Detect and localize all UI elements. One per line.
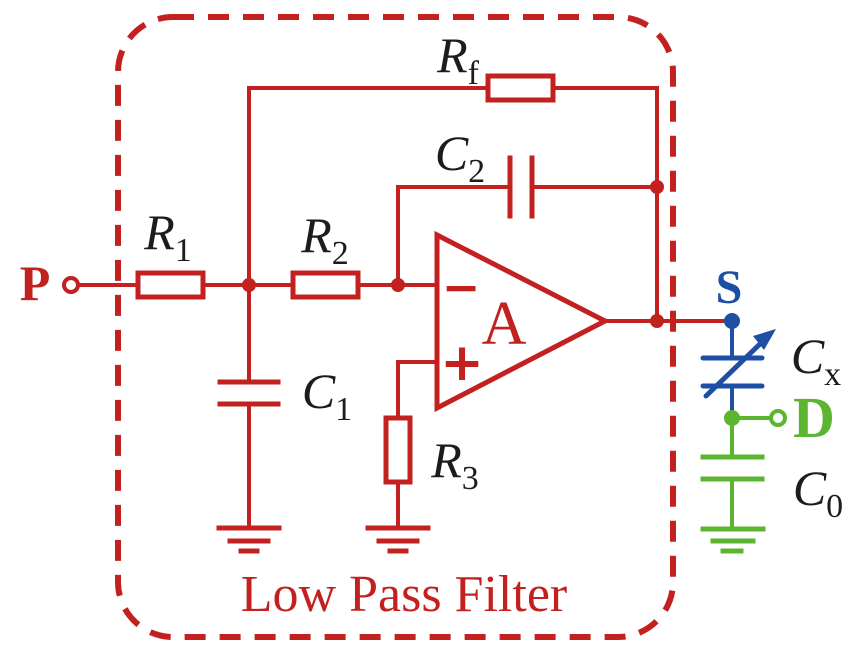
opamp-inverting-input-sign: −: [442, 260, 481, 314]
opamp-triangle: [434, 230, 611, 413]
label-terminal-s: S: [716, 261, 743, 314]
ground-c0: [700, 526, 766, 554]
node-dot-r1-r2: [242, 278, 256, 292]
label-r1: R1: [143, 204, 192, 269]
resistor-rf: [485, 73, 556, 103]
node-dot-c2-right: [650, 180, 664, 194]
label-opamp-gain: A: [482, 290, 527, 358]
ground-r3: [365, 525, 431, 554]
label-r2: R2: [300, 207, 349, 272]
resistor-r3: [383, 415, 413, 485]
label-cx: Cx: [791, 328, 841, 393]
label-c0: C0: [793, 460, 843, 525]
resistor-r1: [135, 270, 206, 300]
variable-capacitor-arrow-icon: [703, 329, 776, 399]
label-terminal-d: D: [793, 385, 835, 450]
resistor-r2: [290, 270, 361, 300]
opamp-noninverting-input-sign: +: [440, 333, 484, 393]
ground-c1: [216, 525, 282, 554]
terminal-d-open-circle: [769, 409, 787, 427]
label-c2: C2: [435, 125, 485, 190]
label-terminal-p: P: [20, 255, 51, 311]
node-dot-output: [650, 314, 664, 328]
label-r3: R3: [430, 432, 479, 497]
filter-box-title: Low Pass Filter: [241, 566, 567, 623]
label-c1: C1: [302, 363, 352, 428]
label-rf: Rf: [436, 27, 480, 92]
wire-plus-input-to-r3: [396, 360, 439, 420]
terminal-p-node: [62, 276, 80, 294]
node-dot-r2-opamp: [391, 278, 405, 292]
filter-boundary-box: [115, 14, 676, 640]
